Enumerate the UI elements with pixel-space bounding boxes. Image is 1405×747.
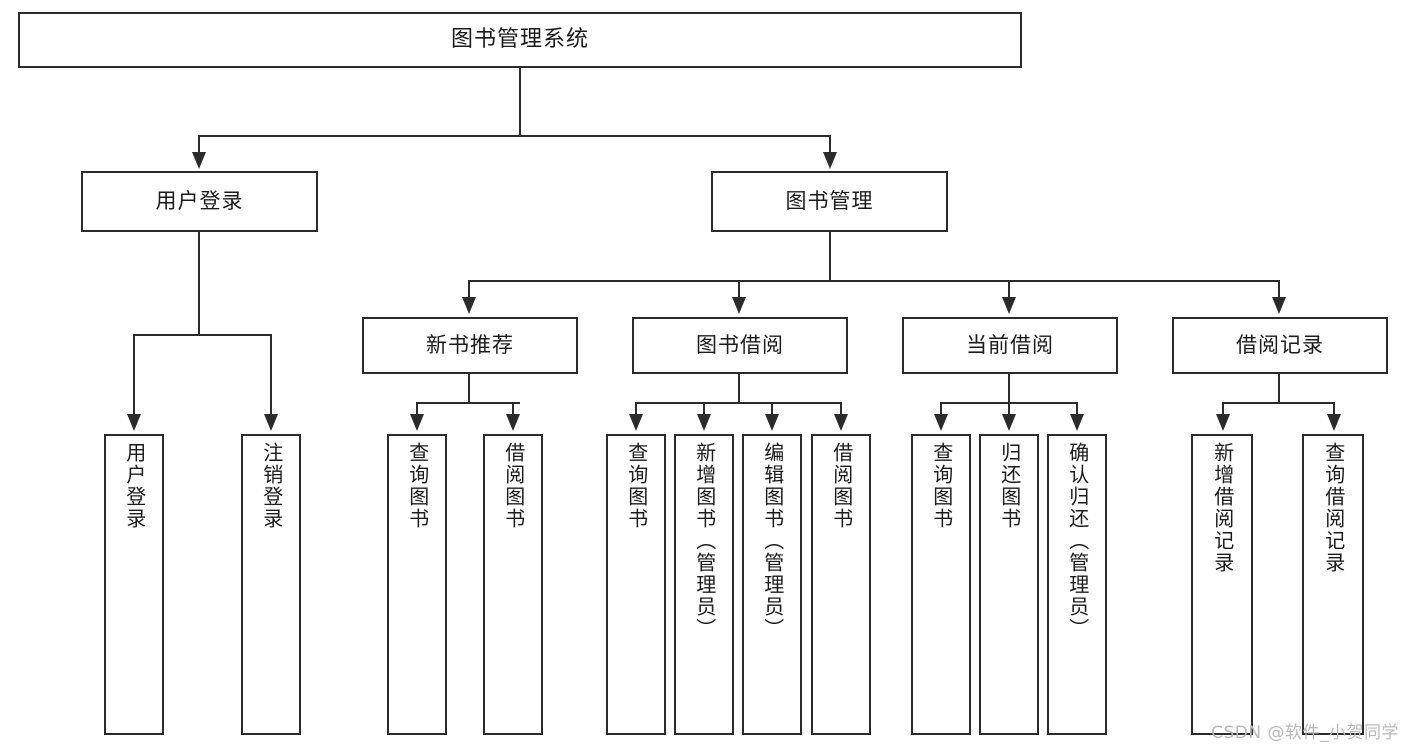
arrowhead-leaf-user-logout	[264, 414, 278, 431]
arrowhead-leaf-return-book	[1002, 414, 1016, 431]
node-leaf-borrow-book-2[interactable]: 借阅图书	[811, 434, 871, 735]
connector-bb-to-query	[635, 402, 637, 418]
connector-book-manage-stem	[829, 232, 831, 282]
connector-book-manage-bus	[468, 280, 1280, 282]
node-leaf-query-book-2-label: 查询图书	[624, 442, 649, 530]
node-leaf-query-book-3[interactable]: 查询图书	[911, 434, 971, 735]
node-leaf-user-login-label: 用户登录	[122, 442, 147, 530]
connector-root-to-book-manage	[829, 135, 831, 157]
connector-root-bus	[198, 135, 831, 137]
connector-book-borrow-bus	[635, 402, 842, 404]
connector-current-borrow-stem	[1008, 374, 1010, 404]
node-leaf-add-book-label: 新增图书（管理员）	[692, 442, 717, 640]
node-leaf-add-record-label: 新增借阅记录	[1210, 442, 1235, 574]
arrowhead-leaf-edit-book	[765, 414, 779, 431]
connector-bm-to-new-book	[468, 280, 470, 300]
arrowhead-leaf-user-login	[127, 414, 141, 431]
connector-nb-to-borrow	[512, 402, 514, 418]
connector-book-borrow-stem	[738, 374, 740, 404]
connector-user-login-to-leaf1	[133, 334, 135, 418]
arrowhead-leaf-add-book	[697, 414, 711, 431]
node-current-borrow[interactable]: 当前借阅	[902, 317, 1118, 374]
arrowhead-borrow-record	[1272, 297, 1286, 314]
node-leaf-add-record[interactable]: 新增借阅记录	[1191, 434, 1253, 735]
arrowhead-book-borrow	[732, 297, 746, 314]
arrowhead-leaf-add-record	[1216, 414, 1230, 431]
connector-cb-to-query	[940, 402, 942, 418]
arrowhead-leaf-borrow-book-1	[506, 414, 520, 431]
arrowhead-leaf-query-record	[1327, 414, 1341, 431]
node-leaf-confirm-return-label: 确认归还（管理员）	[1065, 442, 1090, 640]
node-leaf-user-login[interactable]: 用户登录	[104, 434, 164, 735]
arrowhead-new-book-rec	[462, 297, 476, 314]
node-book-manage[interactable]: 图书管理	[711, 171, 948, 232]
connector-bm-to-current-borrow	[1008, 280, 1010, 300]
arrowhead-current-borrow	[1002, 297, 1016, 314]
connector-root-to-user-login	[198, 135, 200, 157]
connector-root-stem	[519, 68, 521, 136]
node-leaf-query-book-1-label: 查询图书	[405, 442, 430, 530]
connector-user-login-bus	[133, 334, 272, 336]
arrowhead-leaf-query-book-3	[934, 414, 948, 431]
node-leaf-edit-book-label: 编辑图书（管理员）	[760, 442, 785, 640]
node-leaf-return-book[interactable]: 归还图书	[979, 434, 1039, 735]
connector-borrow-record-stem	[1278, 374, 1280, 404]
connector-user-login-to-leaf2	[270, 334, 272, 418]
node-leaf-return-book-label: 归还图书	[997, 442, 1022, 530]
node-leaf-borrow-book-1[interactable]: 借阅图书	[483, 434, 543, 735]
arrowhead-book-manage	[823, 152, 837, 169]
node-leaf-borrow-book-1-label: 借阅图书	[501, 442, 526, 530]
connector-new-book-stem	[468, 374, 470, 404]
node-leaf-query-book-2[interactable]: 查询图书	[606, 434, 666, 735]
connector-cb-to-return	[1008, 402, 1010, 418]
arrowhead-leaf-query-book-2	[629, 414, 643, 431]
connector-bb-to-edit	[771, 402, 773, 418]
connector-bb-to-borrow	[840, 402, 842, 418]
arrowhead-leaf-query-book-1	[410, 414, 424, 431]
connector-borrow-record-bus	[1222, 402, 1335, 404]
node-leaf-add-book[interactable]: 新增图书（管理员）	[674, 434, 734, 735]
node-leaf-query-record[interactable]: 查询借阅记录	[1302, 434, 1364, 735]
connector-user-login-stem	[198, 232, 200, 336]
node-borrow-record[interactable]: 借阅记录	[1172, 317, 1388, 374]
connector-new-book-bus	[416, 402, 520, 404]
node-leaf-user-logout-label: 注销登录	[259, 442, 284, 530]
node-leaf-confirm-return[interactable]: 确认归还（管理员）	[1047, 434, 1107, 735]
node-leaf-user-logout[interactable]: 注销登录	[241, 434, 301, 735]
connector-bb-to-add	[703, 402, 705, 418]
node-leaf-edit-book[interactable]: 编辑图书（管理员）	[742, 434, 802, 735]
node-leaf-query-record-label: 查询借阅记录	[1321, 442, 1346, 574]
node-leaf-borrow-book-2-label: 借阅图书	[829, 442, 854, 530]
connector-br-to-add	[1222, 402, 1224, 418]
arrowhead-leaf-confirm-return	[1070, 414, 1084, 431]
connector-bm-to-book-borrow	[738, 280, 740, 300]
arrowhead-leaf-borrow-book-2	[834, 414, 848, 431]
arrowhead-user-login	[192, 152, 206, 169]
connector-cb-to-confirm	[1076, 402, 1078, 418]
node-root[interactable]: 图书管理系统	[18, 12, 1022, 68]
connector-bm-to-borrow-record	[1278, 280, 1280, 300]
node-book-borrow[interactable]: 图书借阅	[632, 317, 848, 374]
node-leaf-query-book-3-label: 查询图书	[929, 442, 954, 530]
connector-br-to-query	[1333, 402, 1335, 418]
node-user-login[interactable]: 用户登录	[81, 171, 318, 232]
connector-nb-to-query	[416, 402, 418, 418]
node-leaf-query-book-1[interactable]: 查询图书	[387, 434, 447, 735]
node-new-book-recommend[interactable]: 新书推荐	[362, 317, 578, 374]
